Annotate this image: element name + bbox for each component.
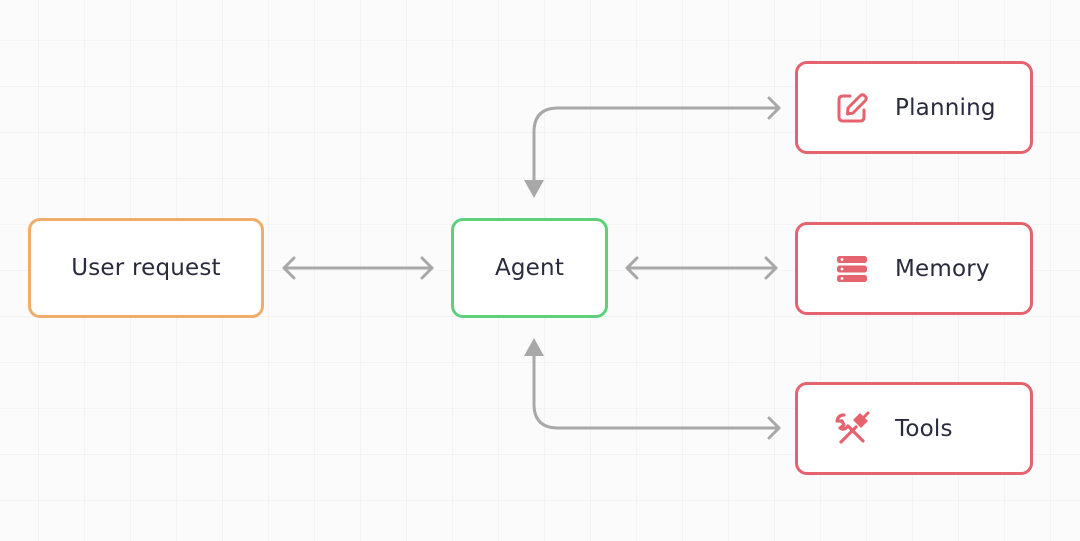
edit-icon [837, 92, 868, 122]
user-request-label: User request [71, 255, 221, 281]
edge-agent-tools [532, 340, 781, 440]
user-request-node: User request [28, 218, 264, 318]
arrowhead-agent-bottom [524, 338, 544, 356]
tools-node: Tools [795, 382, 1033, 475]
server-stack-icon [837, 255, 867, 282]
tools-label: Tools [895, 415, 953, 442]
planning-node: Planning [795, 61, 1033, 154]
edge-agent-planning [532, 96, 781, 196]
agent-label: Agent [494, 255, 565, 281]
agent-node: Agent [451, 218, 608, 318]
arrowhead-agent-top [524, 180, 544, 198]
memory-label: Memory [895, 255, 990, 282]
edge-user-agent [282, 256, 434, 280]
edge-agent-memory [625, 256, 778, 280]
planning-label: Planning [895, 94, 996, 121]
memory-node: Memory [795, 222, 1033, 315]
tools-icon [835, 411, 870, 444]
